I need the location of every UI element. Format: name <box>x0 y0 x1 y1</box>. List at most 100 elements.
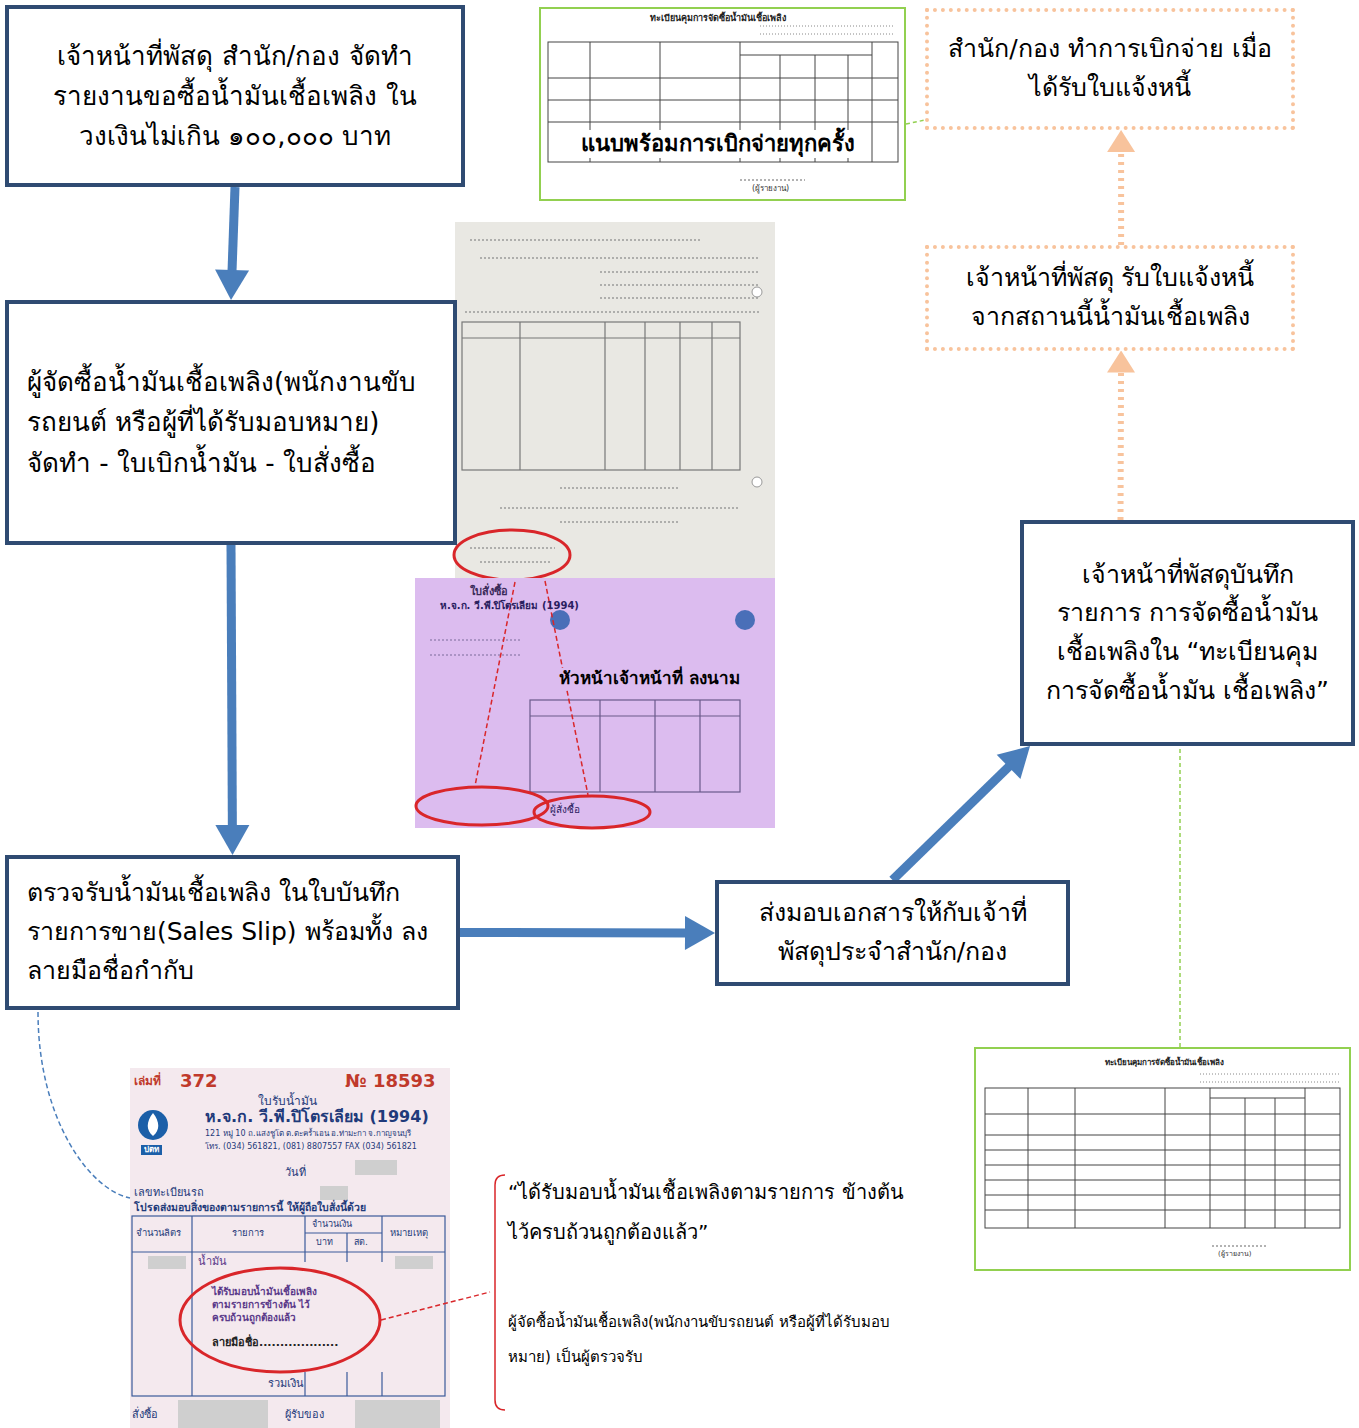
requisition-slip-photo-part <box>462 337 740 338</box>
requisition-slip-photo-part <box>480 561 550 563</box>
annotation-text: ห.จ.ก. วี.พี.ปิโตรเลียม (1994) <box>205 1107 429 1126</box>
annotation-text: รวมเงิน <box>268 1377 304 1390</box>
annotation-text: ทะเบียนคุมการจัดซื้อน้ำมันเชื้อเพลิง <box>1105 1058 1224 1068</box>
requisition-slip-photo-part <box>679 322 680 470</box>
annotation-text: ได้รับมอบน้ำมันเชื้อเพลิง ตามรายการข้างต… <box>212 1285 324 1324</box>
fuel-receipt-photo-part <box>191 1216 192 1396</box>
requisition-slip-photo-part <box>644 322 645 470</box>
arrow-shaft <box>1118 150 1124 245</box>
fuel-receipt-photo-part <box>180 1268 380 1372</box>
purchase-order-photo-part <box>416 787 548 825</box>
arrow-shaft <box>460 928 688 937</box>
fuel-receipt-photo-part <box>381 1372 382 1396</box>
register-form-top-part <box>548 100 898 101</box>
fuel-receipt-photo-part <box>148 1113 159 1136</box>
red-leader <box>381 1292 490 1320</box>
fuel-receipt-photo-part <box>304 1372 305 1396</box>
requisition-slip-photo-part <box>560 487 680 489</box>
fuel-receipt-photo-part <box>381 1216 382 1262</box>
annotation-text: ลายมือชื่อ................... <box>212 1336 338 1349</box>
annotation-text: (ผู้รายงาน) <box>1218 1250 1251 1258</box>
purchase-order-photo-part <box>550 610 570 630</box>
fuel-receipt-photo-part <box>148 1256 186 1269</box>
purchase-order-photo-part <box>415 578 775 828</box>
process-box: ผู้จัดซื้อน้ำมันเชื้อเพลิง(พนักงานขับรถย… <box>5 300 457 545</box>
requisition-slip-photo-part <box>604 322 605 470</box>
flow-arrow <box>215 545 249 855</box>
register-form-top-part <box>540 8 905 200</box>
blue-leader <box>38 1012 130 1198</box>
purchase-order-photo <box>415 578 775 828</box>
register-form-bottom-part <box>1165 1088 1166 1228</box>
box-text: เจ้าหน้าที่พัสดุ สำนัก/กอง จัดทำรายงานขอ… <box>27 36 443 157</box>
flow-arrow <box>893 746 1031 880</box>
fuel-receipt-photo-part <box>130 1068 450 1428</box>
purchase-order-photo-part <box>699 700 700 792</box>
box-text: เจ้าหน้าที่พัสดุ รับใบแจ้งหนี้ จากสถานนี… <box>947 259 1273 337</box>
fuel-receipt-photo <box>130 1068 450 1428</box>
purchase-order-photo-part <box>430 640 520 641</box>
register-form-bottom-part <box>1275 1098 1276 1228</box>
register-form-bottom-part <box>1075 1088 1076 1228</box>
annotation-text: 121 หมู่ 10 ถ.แสงชูโต ต.ตะคร้ำเอน อ.ท่าม… <box>205 1129 411 1139</box>
green-leader <box>906 120 925 124</box>
fuel-receipt-photo-part <box>395 1256 433 1269</box>
requisition-slip-photo-part <box>470 547 555 549</box>
dotted-flow-arrow <box>1107 130 1135 245</box>
requisition-slip-photo <box>454 222 775 580</box>
process-box: ส่งมอบเอกสารให้กับเจ้าที่ พัสดุประจำสำนั… <box>715 880 1070 986</box>
register-form-bottom-part <box>985 1135 1340 1136</box>
annotation-text: บาท <box>316 1237 333 1248</box>
register-form-bottom-part <box>985 1150 1340 1151</box>
process-box: เจ้าหน้าที่พัสดุบันทึกรายการ การจัดซื้อน… <box>1020 520 1355 746</box>
fuel-receipt-photo-part <box>132 1216 445 1396</box>
register-form-top <box>540 8 905 200</box>
arrow-head <box>1107 351 1135 373</box>
annotation-text: ผู้จัดซื้อน้ำมันเชื้อเพลิง(พนักงานขับรถย… <box>508 1305 918 1374</box>
annotation-text: เลขทะเบียนรถ <box>134 1186 204 1199</box>
register-form-bottom-part <box>985 1210 1340 1211</box>
requisition-slip-photo-part <box>600 284 760 286</box>
arrow-shaft <box>232 187 235 273</box>
purchase-order-photo-part <box>599 700 600 792</box>
annotation-text: โปรดส่งมอบสิ่งของตามรายการนี้ ให้ผู้ถือใ… <box>134 1201 366 1214</box>
annotation-text: หัวหน้าเจ้าหน้าที่ ลงนาม <box>556 668 743 689</box>
annotation-text: ทะเบียนคุมการจัดซื้อน้ำมันเชื้อเพลิง <box>650 13 786 24</box>
requisition-slip-photo-part <box>454 530 570 580</box>
purchase-order-photo-part <box>534 796 650 828</box>
requisition-slip-photo-part <box>500 507 740 509</box>
register-form-bottom-part <box>985 1165 1340 1166</box>
fuel-receipt-photo-part <box>178 1400 268 1428</box>
requisition-slip-photo-part <box>455 222 775 578</box>
requisition-slip-photo-part <box>600 271 760 273</box>
annotation-text: หมายเหตุ <box>390 1227 428 1238</box>
annotation-text: แนบพร้อมการเบิกจ่ายทุกครั้ง <box>578 130 858 158</box>
register-form-bottom-part <box>1200 1074 1340 1075</box>
arrow-shaft <box>893 765 1011 880</box>
arrow-shaft <box>1118 370 1125 520</box>
flow-arrow <box>460 916 715 950</box>
requisition-slip-photo-part <box>470 239 700 241</box>
register-form-bottom-part <box>985 1195 1340 1196</box>
annotation-text: จำนวนลิตร <box>136 1227 181 1238</box>
requisition-slip-photo-part <box>519 322 520 470</box>
annotation-text: โทร. (034) 561821, (081) 8807557 FAX (03… <box>205 1142 417 1152</box>
register-form-top-part <box>548 78 898 79</box>
annotation-text: ห.จ.ก. วี.พี.ปิโตรเลียม (1994) <box>440 600 579 612</box>
register-form-bottom-part <box>1212 1246 1268 1247</box>
annotation-text: “ได้รับมอบน้ำมันเชื้อเพลิงตามรายการ ข้าง… <box>508 1172 908 1252</box>
register-form-bottom-part <box>985 1114 1340 1115</box>
annotation-text: ผู้รับของ <box>285 1408 324 1421</box>
arrow-head <box>215 269 249 300</box>
box-text: ผู้จัดซื้อน้ำมันเชื้อเพลิง(พนักงานขับรถย… <box>27 362 435 443</box>
fuel-receipt-photo-part <box>346 1233 347 1262</box>
requisition-slip-photo-part <box>480 257 760 259</box>
fuel-receipt-photo-part <box>304 1216 305 1262</box>
annotation-text: เล่มที่ <box>134 1074 161 1088</box>
arrow-head <box>215 825 249 855</box>
register-form-top-part <box>740 55 872 56</box>
register-form-bottom-part <box>975 1048 1350 1270</box>
annotation-text: สั่งซื้อ <box>132 1408 158 1421</box>
annotation-text: № 18593 <box>345 1070 436 1092</box>
register-form-top-part <box>548 122 898 123</box>
